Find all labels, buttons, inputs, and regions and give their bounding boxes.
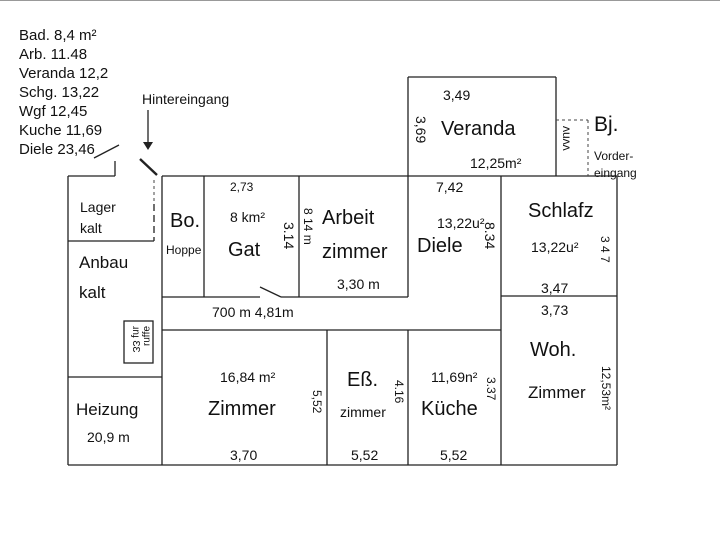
arbeit-label-2: zimmer <box>322 241 388 263</box>
schlafz-dim-side: 3 4 7 <box>598 236 612 263</box>
zimmer-dim-side: 5,52 <box>310 390 324 414</box>
anbau-box-note: ǝɟɟnɹ ɹnɟ ƐƐ <box>130 326 152 353</box>
bj-label: Bj. <box>594 113 619 136</box>
hintereingang-label: Hintereingang <box>142 91 230 107</box>
woh-label-2: Zimmer <box>528 383 586 402</box>
diele-label: Diele <box>417 235 463 257</box>
legend-line: Diele 23,46 <box>19 141 95 158</box>
lager-label-2: kalt <box>80 220 102 236</box>
schlafz-dim-bottom: 3,47 <box>541 280 569 296</box>
veranda-dim-side: 3,69 <box>413 116 429 144</box>
vordereingang-label-1: Vorder- <box>594 149 634 163</box>
hoppe-label: Hoppe <box>166 243 202 257</box>
ess-label-1: Eß. <box>347 369 379 391</box>
arbeit-dim-bottom: 3,30 m <box>337 276 380 292</box>
woh-dim-top: 3,73 <box>541 302 569 318</box>
heizung-label: Heizung <box>76 400 139 419</box>
bo-label: Bo. <box>170 210 201 232</box>
woh-area: 12,53m² <box>599 366 613 411</box>
lager-label-1: Lager <box>80 199 116 215</box>
anbau-label-2: kalt <box>79 283 106 302</box>
diele-area: 13,22u² <box>437 215 485 231</box>
gat-area: 8 km² <box>230 209 265 225</box>
veranda-area: 12,25m² <box>470 155 522 171</box>
woh-label-1: Woh. <box>530 339 577 361</box>
veranda-label: Veranda <box>441 118 516 140</box>
zimmer-label: Zimmer <box>208 398 276 420</box>
diele-dim-top: 7,42 <box>436 179 464 195</box>
ess-dim-bottom: 5,52 <box>351 447 379 463</box>
ess-label-2: zimmer <box>340 404 386 420</box>
kueche-dim-side: 3.37 <box>484 377 498 401</box>
ess-dim-side: 4.16 <box>392 380 406 404</box>
gat-dim-side: 3.14 <box>281 222 297 250</box>
kueche-area: 11,69n² <box>431 369 478 385</box>
legend-line: Wgf 12,45 <box>19 103 88 120</box>
schlafz-area: 13,22u² <box>531 239 579 255</box>
legend-line: Bad. 8,4 m² <box>19 27 97 44</box>
kueche-label: Küche <box>421 398 478 420</box>
legend-line: Veranda 12,2 <box>19 65 109 82</box>
legend-line: Arb. 11.48 <box>19 46 88 63</box>
zimmer-dim-bottom: 3,70 <box>230 447 258 463</box>
arbeit-label-1: Arbeit <box>322 207 375 229</box>
corridor-dims: 700 m 4,81m <box>212 304 294 320</box>
veranda-dim-top: 3,49 <box>443 87 471 103</box>
arbeit-dim-side: 8 14 m <box>301 208 315 245</box>
anbau-label-1: Anbau <box>79 253 129 272</box>
gat-label: Gat <box>228 239 261 261</box>
vordereingang-label-2: eingang <box>594 166 637 180</box>
diele-dim-side: 8.34 <box>482 222 498 250</box>
kueche-dim-bottom: 5,52 <box>440 447 468 463</box>
schlafz-label: Schlafz <box>528 200 594 222</box>
heizung-area: 20,9 m <box>87 429 130 445</box>
top-border <box>0 0 720 1</box>
legend-line: Schg. 13,22 <box>19 84 100 101</box>
entrance-note: ʌuʌʌ <box>560 126 574 151</box>
legend-line: Kuche 11,69 <box>19 122 103 139</box>
zimmer-area: 16,84 m² <box>220 369 276 385</box>
gat-dim-top: 2,73 <box>230 180 254 194</box>
